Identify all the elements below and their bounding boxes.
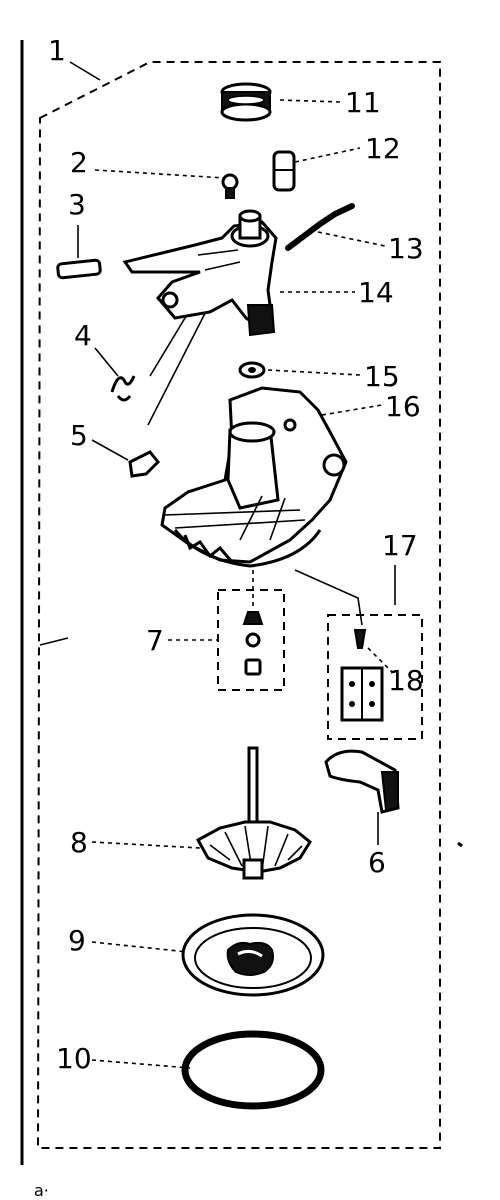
group-box-17 xyxy=(327,614,423,740)
callout-13: 13 xyxy=(388,232,424,265)
leader-16 xyxy=(321,404,383,416)
part-spring xyxy=(285,203,355,251)
callout-16: 16 xyxy=(385,390,421,423)
leader-12 xyxy=(294,147,361,163)
part-pin xyxy=(56,258,102,280)
part-screw xyxy=(221,173,239,199)
part-seal-ring xyxy=(181,913,325,997)
assembly-outline xyxy=(36,61,441,1149)
part-pulley xyxy=(220,82,272,122)
callout-7: 7 xyxy=(146,624,164,657)
stray-mark-bottom: a· xyxy=(34,1181,49,1200)
group-box-7 xyxy=(217,589,285,691)
part-cam-assembly xyxy=(122,209,278,337)
callout-9: 9 xyxy=(68,924,86,957)
part-bearing-set xyxy=(242,611,264,676)
callout-3: 3 xyxy=(68,188,86,221)
callout-15: 15 xyxy=(364,360,400,393)
leader-15 xyxy=(267,369,361,376)
callout-10: 10 xyxy=(56,1042,92,1075)
leader-4 xyxy=(94,347,119,377)
callout-8: 8 xyxy=(70,826,88,859)
callout-5: 5 xyxy=(70,419,88,452)
leader-9 xyxy=(91,941,189,953)
callout-11: 11 xyxy=(345,86,381,119)
leader-11 xyxy=(279,99,341,103)
part-gear-case xyxy=(160,386,348,568)
leader-13 xyxy=(317,231,386,247)
leader-8 xyxy=(91,841,201,849)
part-gasket xyxy=(181,1030,325,1110)
callout-labels: 1 11 2 12 3 13 14 4 15 16 5 17 7 18 8 6 … xyxy=(48,34,424,1075)
leader-mark xyxy=(39,637,69,646)
callout-14: 14 xyxy=(358,276,394,309)
callout-12: 12 xyxy=(365,132,401,165)
part-bracket xyxy=(340,666,384,722)
leader-2 xyxy=(94,169,226,179)
callout-18: 18 xyxy=(388,664,424,697)
callout-4: 4 xyxy=(74,319,92,352)
stray-mark-right xyxy=(457,841,463,848)
part-small-pin xyxy=(353,629,367,649)
leader-18 xyxy=(367,647,393,673)
part-impeller xyxy=(195,746,312,880)
part-washer xyxy=(238,361,266,379)
part-small-cam xyxy=(128,450,161,478)
leader-5 xyxy=(91,439,129,461)
callout-6: 6 xyxy=(368,846,386,879)
part-clip xyxy=(110,375,136,402)
part-sleeve xyxy=(272,150,296,192)
part-latch xyxy=(324,749,400,814)
leader-10 xyxy=(91,1059,191,1069)
callout-2: 2 xyxy=(70,146,88,179)
leader-1 xyxy=(69,61,101,81)
callout-17: 17 xyxy=(382,529,418,562)
callout-1: 1 xyxy=(48,34,66,67)
